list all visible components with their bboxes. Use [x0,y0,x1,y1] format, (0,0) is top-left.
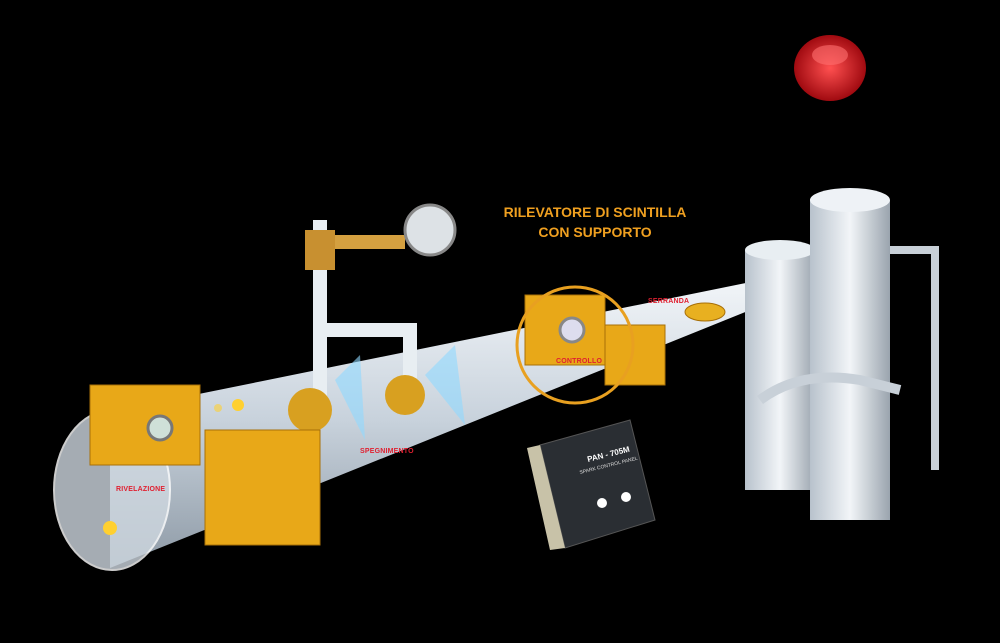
title: RILEVATORE DI SCINTILLA CON SUPPORTO [470,202,720,242]
junction-box [204,429,321,546]
title-line-2: CON SUPPORTO [538,224,652,240]
sparks [103,399,244,535]
label-extinguishing: SPEGNIMENTO [360,448,414,455]
label-detection: RIVELAZIONE [116,486,166,493]
spark-control-panel [527,419,656,550]
alarm-sounder [794,35,866,101]
pressure-gauge [403,203,457,257]
label-control: CONTROLLO [556,358,603,365]
damper [684,302,726,322]
highlight-circle [515,285,635,405]
title-line-1: RILEVATORE DI SCINTILLA [503,204,687,220]
detector-housing-left [89,384,201,466]
detector-housing-right [524,294,666,386]
silos [745,188,939,520]
label-damper: SERRANDA [648,298,690,305]
